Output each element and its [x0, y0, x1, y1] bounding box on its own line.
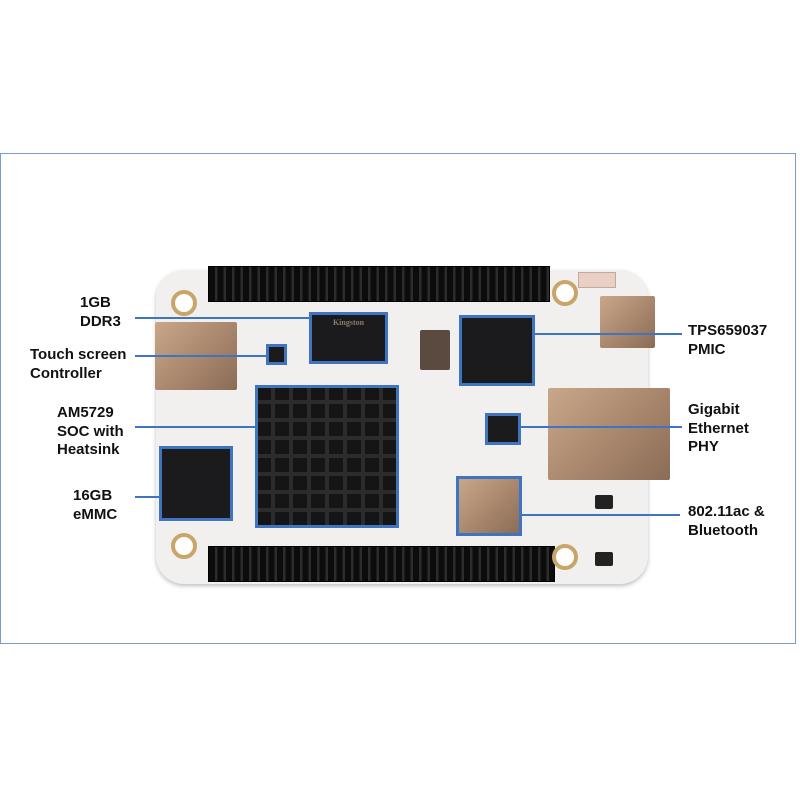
emmc-chip [161, 448, 231, 519]
diagram-frame [0, 153, 796, 644]
mount-hole [552, 544, 578, 570]
soc-highlight [255, 385, 399, 528]
ethernet-jack [548, 388, 670, 480]
reset-button [595, 552, 613, 566]
ddr3-highlight [309, 312, 388, 364]
inductor [420, 330, 450, 370]
emmc-leader-line [135, 496, 160, 498]
label-wifi-bluetooth: 802.11ac &Bluetooth [688, 503, 765, 539]
bottom-pin-header [208, 546, 555, 582]
touch-controller-highlight [266, 344, 287, 365]
pmic-leader-line [534, 333, 682, 335]
fan-connector [578, 272, 616, 288]
wifi-leader-line [521, 514, 680, 516]
emmc-highlight [159, 446, 233, 521]
user-button [595, 495, 613, 509]
mount-hole [552, 280, 578, 306]
heatsink [257, 387, 397, 526]
ethernet-phy-highlight [485, 413, 521, 445]
wifi-highlight [456, 476, 522, 536]
top-pin-header [208, 266, 550, 302]
touch-leader-line [135, 355, 267, 357]
pmic-chip [461, 317, 533, 384]
ddr3-chip: Kingston [311, 314, 386, 362]
ethernet-phy-chip [487, 415, 519, 443]
ethernet-leader-line [520, 426, 682, 428]
power-jack [600, 296, 655, 348]
wifi-module [458, 478, 520, 534]
soc-leader-line [135, 426, 256, 428]
mount-hole [171, 533, 197, 559]
pmic-highlight [459, 315, 535, 386]
touch-controller-chip [268, 346, 285, 363]
ddr3-leader-line [135, 317, 310, 319]
mount-hole [171, 290, 197, 316]
